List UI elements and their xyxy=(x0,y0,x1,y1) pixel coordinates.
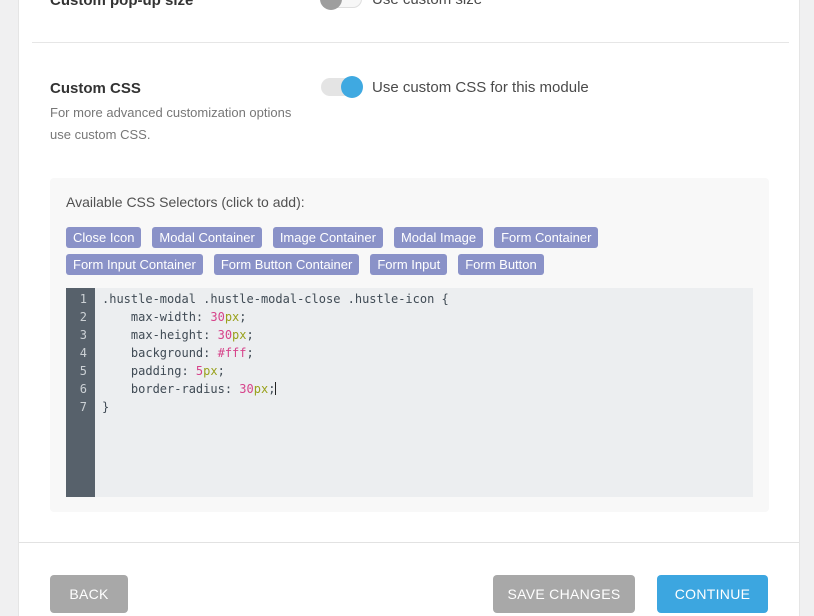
code-line: border-radius: 30px; xyxy=(102,380,753,398)
custom-css-title: Custom CSS xyxy=(50,80,141,97)
code-line: background: #fff; xyxy=(102,344,753,362)
line-number: 7 xyxy=(79,400,87,414)
css-selector-tag[interactable]: Form Button Container xyxy=(213,254,360,275)
code-token: px xyxy=(203,364,218,378)
popup-size-toggle-label: Use custom size xyxy=(372,0,482,11)
description-line-1: For more advanced customization options xyxy=(50,105,292,120)
custom-css-toggle-label: Use custom CSS for this module xyxy=(372,79,589,96)
popup-size-title: Custom pop-up size xyxy=(50,0,194,9)
code-token: ; xyxy=(268,382,276,396)
popup-size-toggle[interactable] xyxy=(320,0,362,10)
code-token: px xyxy=(253,382,269,396)
code-token: ; xyxy=(246,346,254,360)
css-selector-tag[interactable]: Modal Container xyxy=(152,227,262,248)
code-token: .hustle-modal .hustle-modal-close .hustl… xyxy=(102,292,449,306)
css-selector-tag[interactable]: Form Button xyxy=(458,254,544,275)
settings-card: Custom pop-up size Use custom size Custo… xyxy=(18,0,800,616)
css-selector-tag[interactable]: Close Icon xyxy=(66,227,142,248)
text-cursor-icon xyxy=(275,382,277,395)
custom-css-toggle[interactable] xyxy=(321,76,363,98)
code-token: px xyxy=(232,328,247,342)
line-number: 4 xyxy=(79,346,87,360)
line-number: 1 xyxy=(79,292,87,306)
code-token: ; xyxy=(239,310,247,324)
code-line: .hustle-modal .hustle-modal-close .hustl… xyxy=(102,290,753,308)
line-number: 5 xyxy=(79,364,87,378)
css-selector-tag[interactable]: Form Input xyxy=(370,254,448,275)
back-button[interactable]: BACK xyxy=(50,575,128,613)
code-token: px xyxy=(224,310,240,324)
css-selectors-heading: Available CSS Selectors (click to add): xyxy=(66,194,305,210)
css-selector-tags: Close Icon Modal Container Image Container… xyxy=(66,227,753,281)
line-number: 3 xyxy=(79,328,87,342)
css-selector-tag[interactable]: Modal Image xyxy=(393,227,484,248)
css-selectors-panel: Available CSS Selectors (click to add): … xyxy=(50,178,769,512)
save-changes-button[interactable]: SAVE CHANGES xyxy=(493,575,635,613)
footer-divider xyxy=(19,542,799,543)
code-token: max-height: xyxy=(102,328,218,342)
css-selector-tag[interactable]: Form Container xyxy=(494,227,599,248)
code-token: padding: xyxy=(102,364,196,378)
code-token: 30 xyxy=(239,382,254,396)
code-token: #fff xyxy=(217,346,247,360)
toggle-knob-icon xyxy=(341,76,363,98)
code-token: background: xyxy=(102,346,218,360)
editor-line-numbers: 1 2 3 4 5 6 7 xyxy=(66,288,95,497)
toggle-knob-icon xyxy=(320,0,342,10)
code-token: 5 xyxy=(195,364,204,378)
code-line: padding: 5px; xyxy=(102,362,753,380)
code-line: } xyxy=(102,398,753,416)
section-divider xyxy=(32,42,789,43)
code-token: ; xyxy=(217,364,225,378)
code-token: } xyxy=(102,400,110,414)
editor-code-area[interactable]: .hustle-modal .hustle-modal-close .hustl… xyxy=(95,288,753,497)
code-token: 30 xyxy=(210,310,225,324)
code-token: border-radius: xyxy=(102,382,240,396)
css-selector-tag[interactable]: Form Input Container xyxy=(66,254,203,275)
custom-css-description: For more advanced customization options u… xyxy=(50,102,291,146)
css-code-editor[interactable]: 1 2 3 4 5 6 7 .hustle-modal .hustle-modal-clos… xyxy=(66,288,753,497)
code-token: 30 xyxy=(217,328,233,342)
code-line: max-height: 30px; xyxy=(102,326,753,344)
code-token: max-width: xyxy=(102,310,211,324)
code-line: max-width: 30px; xyxy=(102,308,753,326)
css-selector-tag[interactable]: Image Container xyxy=(272,227,383,248)
description-line-2: use custom CSS. xyxy=(50,127,151,142)
code-token: ; xyxy=(246,328,254,342)
continue-button[interactable]: CONTINUE xyxy=(657,575,768,613)
line-number: 2 xyxy=(79,310,87,324)
line-number: 6 xyxy=(79,382,87,396)
